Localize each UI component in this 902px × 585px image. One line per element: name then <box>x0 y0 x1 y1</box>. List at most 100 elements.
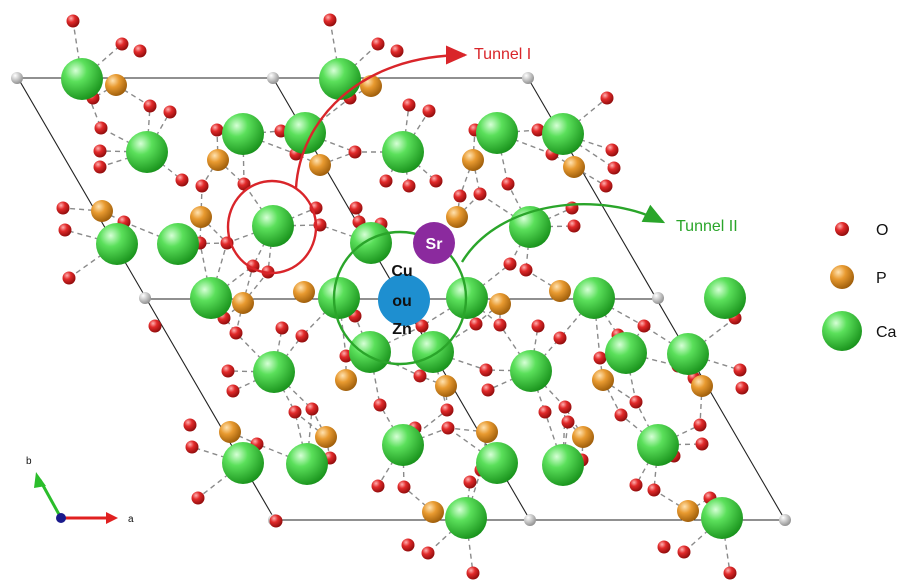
bond <box>657 443 703 446</box>
oxygen-atom <box>422 104 436 118</box>
oxygen-atom <box>440 403 454 417</box>
oxygen-atom <box>143 99 157 113</box>
tunnel-2-arrow <box>460 203 666 263</box>
b-axis-label: b <box>26 456 32 467</box>
bond <box>177 242 228 245</box>
oxygen-atom <box>210 123 224 137</box>
bond <box>602 379 622 416</box>
phosphorus-atom <box>219 421 241 443</box>
cell-corner-atom <box>524 514 536 526</box>
oxygen-atom <box>58 223 72 237</box>
phosphorus-atom <box>489 293 511 315</box>
calcium-atom <box>573 277 615 319</box>
calcium-atom <box>61 58 103 100</box>
oxygen-atom <box>607 161 621 175</box>
oxygen-atom <box>305 402 319 416</box>
oxygen-atom <box>163 105 177 119</box>
bond <box>529 207 573 228</box>
oxygen-atom <box>605 143 619 157</box>
oxygen-atom <box>133 44 147 58</box>
bond <box>507 183 531 228</box>
phosphorus-atom <box>691 375 713 397</box>
phosphorus-atom <box>677 500 699 522</box>
legend-item-ca: Ca <box>822 311 897 351</box>
cu-zn-site: Cu ou Zn <box>378 263 430 338</box>
oxygen-atom <box>62 271 76 285</box>
axis-indicator: b a <box>26 456 134 525</box>
phosphorus-atom <box>315 426 337 448</box>
oxygen-atom <box>429 174 443 188</box>
legend-label-o: O <box>876 222 888 239</box>
tunnel-2-circle <box>332 230 468 366</box>
phosphorus-atom <box>476 421 498 443</box>
oxygen-atom <box>614 408 628 422</box>
cell-corner-atom <box>522 72 534 84</box>
bond <box>294 411 327 438</box>
oxygen-atom <box>531 319 545 333</box>
oxygen-atom <box>379 174 393 188</box>
bond <box>447 427 488 433</box>
cell-corner-atom <box>139 292 151 304</box>
cell-corner-atom <box>267 72 279 84</box>
phosphorus-atom <box>563 156 585 178</box>
phosphorus-atom <box>446 206 468 228</box>
oxygen-atom <box>349 201 363 215</box>
oxygen-atom <box>421 546 435 560</box>
phosphorus-atom <box>105 74 127 96</box>
bond <box>252 225 274 267</box>
legend-item-o: O <box>835 222 888 239</box>
calcium-atom <box>253 351 295 393</box>
phosphorus-atom <box>360 75 382 97</box>
tunnel-2-label: Tunnel II <box>676 218 738 235</box>
calcium-atom <box>476 442 518 484</box>
oxygen-atom <box>115 37 129 51</box>
tunnel-1-label: Tunnel I <box>474 46 531 63</box>
oxygen-atom <box>402 179 416 193</box>
oxygen-atom <box>191 491 205 505</box>
oxygen-atom <box>221 364 235 378</box>
bond <box>466 297 501 326</box>
calcium-atom <box>252 205 294 247</box>
oxygen-atom <box>519 263 533 277</box>
calcium-atom <box>476 112 518 154</box>
oxygen-atom <box>469 317 483 331</box>
bond <box>272 207 317 227</box>
calcium-atom <box>157 223 199 265</box>
oxygen-atom <box>733 363 747 377</box>
calcium-atom <box>542 113 584 155</box>
calcium-atom <box>382 131 424 173</box>
bond <box>530 325 539 372</box>
calcium-atom <box>286 443 328 485</box>
bond <box>146 151 183 181</box>
legend-label-p: P <box>876 270 887 287</box>
oxygen-atom <box>677 545 691 559</box>
oxygen-atom <box>538 405 552 419</box>
oxygen-atom <box>481 383 495 397</box>
oxygen-atom <box>453 189 467 203</box>
bond <box>272 224 321 227</box>
oxygen-atom <box>501 177 515 191</box>
calcium-atom <box>412 331 454 373</box>
bond <box>377 444 404 487</box>
oxygen-atom <box>275 321 289 335</box>
bond <box>115 84 151 107</box>
oxygen-atom <box>599 179 613 193</box>
a-axis-label: a <box>128 514 134 525</box>
phosphorus-atom <box>549 280 571 302</box>
oxygen-atom <box>195 179 209 193</box>
a-axis-arrowhead <box>106 512 118 524</box>
bond <box>602 379 637 403</box>
bond <box>402 427 449 446</box>
oxygen-atom <box>593 351 607 365</box>
bond <box>530 337 561 372</box>
oxygen-atom <box>56 201 70 215</box>
tunnel-1-annotation: Tunnel I <box>226 45 531 275</box>
cell-corner-atom <box>779 514 791 526</box>
phosphorus-atom <box>572 426 594 448</box>
oxygen-atom <box>288 405 302 419</box>
bond <box>99 150 148 153</box>
oxygen-atom <box>493 318 507 332</box>
oxygen-atom <box>185 440 199 454</box>
calcium-atom <box>382 424 424 466</box>
bond <box>379 404 404 446</box>
